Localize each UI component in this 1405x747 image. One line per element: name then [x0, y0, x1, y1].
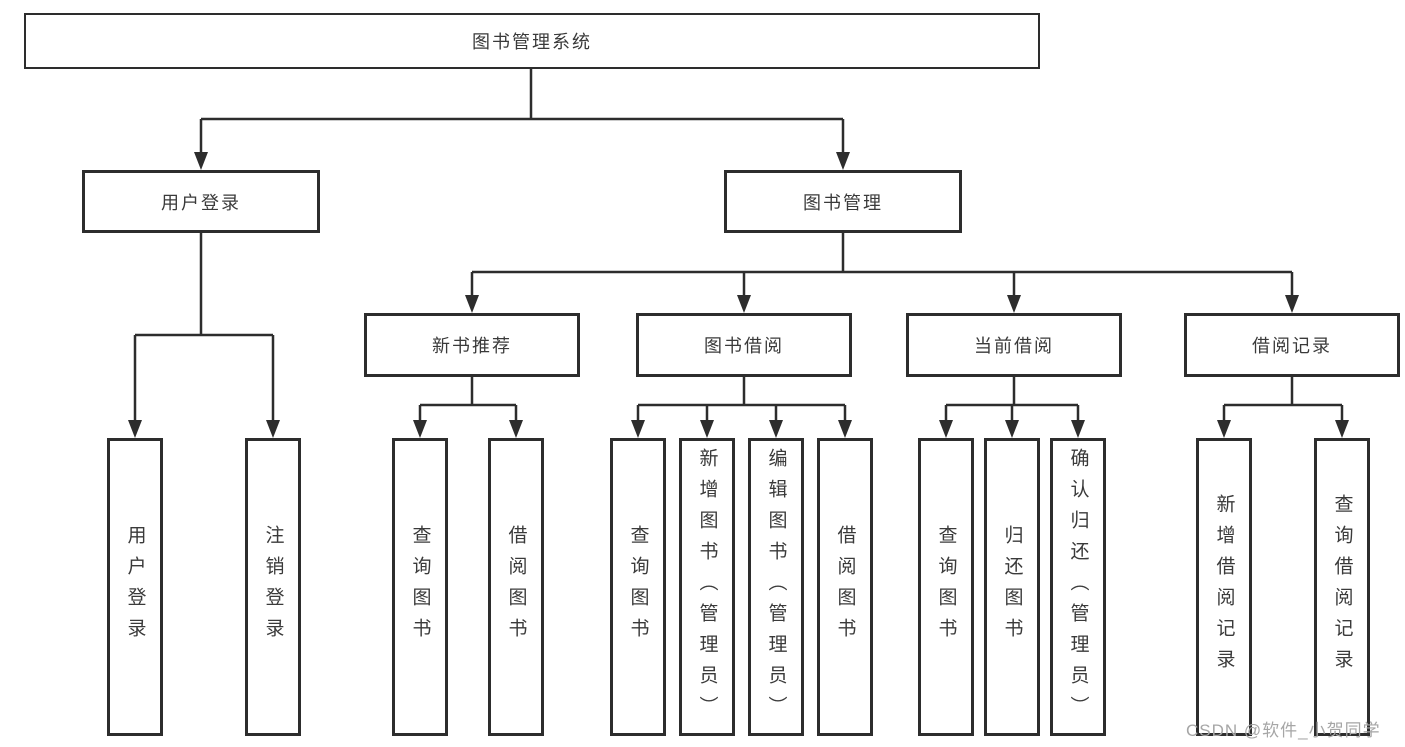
node-user-login: 用户登录 [82, 170, 320, 233]
leaf-borrow-books: 借阅图书 [817, 438, 873, 736]
node-borrowing-records: 借阅记录 [1184, 313, 1400, 377]
leaf-add-books-admin: 新增图书（管理员） [679, 438, 735, 736]
leaf-recommend-query-books: 查询图书 [392, 438, 448, 736]
leaf-borrow-query-books: 查询图书 [610, 438, 666, 736]
node-book-management: 图书管理 [724, 170, 962, 233]
leaf-edit-books-admin: 编辑图书（管理员） [748, 438, 804, 736]
leaf-recommend-borrow-books: 借阅图书 [488, 438, 544, 736]
leaf-confirm-return-admin: 确认归还（管理员） [1050, 438, 1106, 736]
leaf-current-query-books: 查询图书 [918, 438, 974, 736]
csdn-watermark: CSDN @软件_小贺同学 [1186, 721, 1381, 740]
node-current-borrowing: 当前借阅 [906, 313, 1122, 377]
node-book-borrowing: 图书借阅 [636, 313, 852, 377]
leaf-logout: 注销登录 [245, 438, 301, 736]
leaf-user-login: 用户登录 [107, 438, 163, 736]
node-new-book-recommendation: 新书推荐 [364, 313, 580, 377]
leaf-query-borrow-record: 查询借阅记录 [1314, 438, 1370, 736]
node-library-management-system: 图书管理系统 [24, 13, 1040, 69]
leaf-add-borrow-record: 新增借阅记录 [1196, 438, 1252, 736]
leaf-return-books: 归还图书 [984, 438, 1040, 736]
